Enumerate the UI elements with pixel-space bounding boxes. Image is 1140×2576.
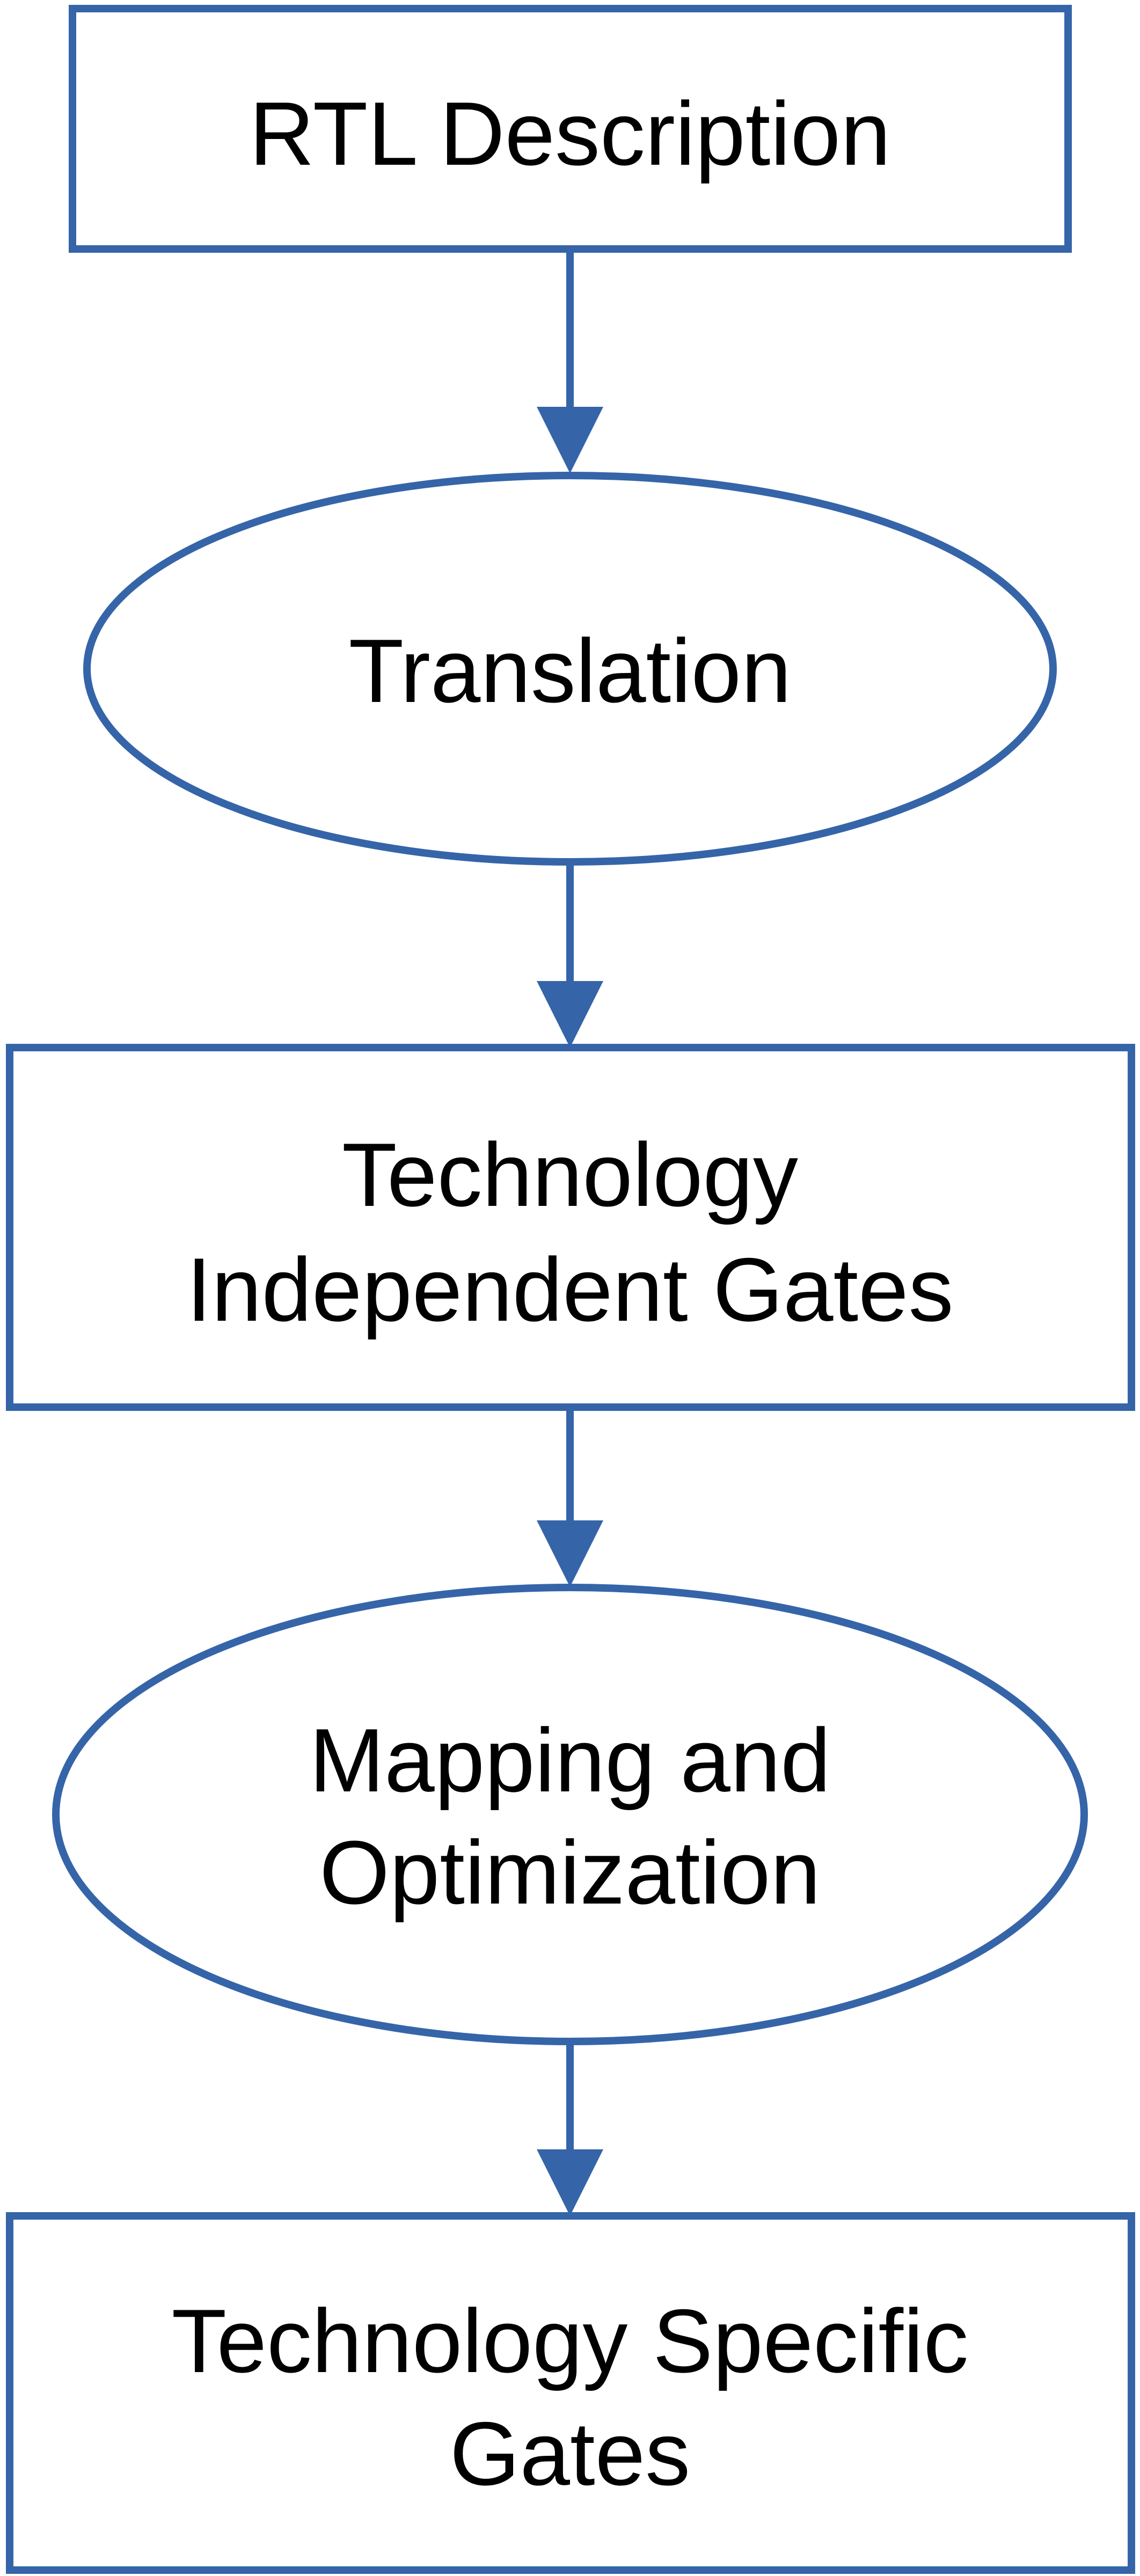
- node-translation: Translation: [83, 472, 1057, 866]
- node-rtl-description-label: RTL Description: [249, 83, 890, 184]
- node-technology-independent-gates-label-line2: Independent Gates: [186, 1239, 953, 1340]
- node-translation-label: Translation: [349, 620, 792, 721]
- edge-independent-gates-to-mapping: [537, 1407, 603, 1587]
- node-technology-independent-gates-label-line1: Technology: [342, 1124, 798, 1225]
- node-mapping-and-optimization-label-line1: Mapping and: [309, 1710, 830, 1811]
- edge-rtl-to-translation: [537, 249, 603, 473]
- node-mapping-and-optimization: Mapping and Optimization: [52, 1584, 1088, 2045]
- node-technology-specific-gates: Technology Specific Gates: [6, 2212, 1135, 2574]
- edge-translation-to-independent-gates: [537, 862, 603, 1048]
- node-rtl-description: RTL Description: [69, 5, 1072, 253]
- node-technology-specific-gates-label-line1: Technology Specific: [172, 2290, 969, 2391]
- edge-mapping-to-specific-gates: [537, 2041, 603, 2216]
- node-technology-specific-gates-label-line2: Gates: [450, 2403, 690, 2504]
- node-mapping-and-optimization-label-line2: Optimization: [319, 1822, 821, 1923]
- node-technology-independent-gates: Technology Independent Gates: [6, 1044, 1135, 1411]
